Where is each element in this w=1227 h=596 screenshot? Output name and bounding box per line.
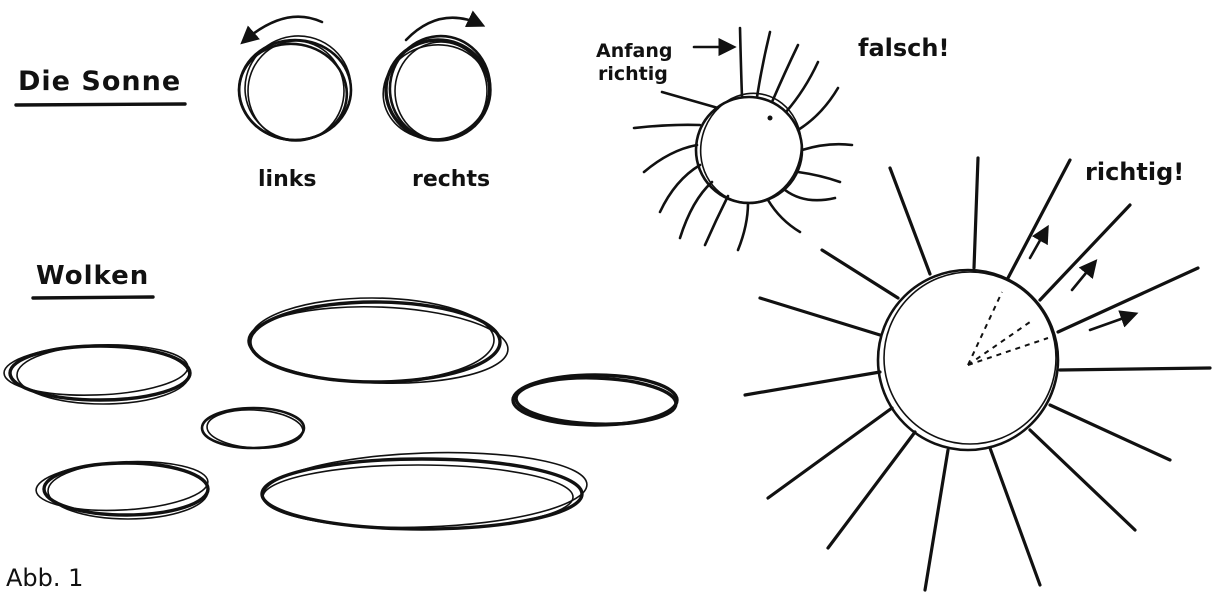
- label-falsch: falsch!: [858, 34, 949, 62]
- arrow-ray-3: [1090, 314, 1135, 330]
- label-anfang-richtig: richtig: [598, 63, 668, 85]
- sun-wrong-dot: [768, 116, 773, 121]
- label-rechts: rechts: [412, 167, 490, 192]
- arrow-ray-2: [1072, 262, 1095, 290]
- figure-caption: Abb. 1: [6, 564, 83, 592]
- cloud-1: [3, 342, 190, 404]
- clouds-heading: Wolken: [36, 261, 149, 291]
- sun-correct: [745, 158, 1210, 590]
- label-links: links: [258, 167, 316, 192]
- sun-circle-right: [376, 27, 500, 150]
- label-richtig: richtig!: [1085, 158, 1184, 186]
- cloud-5: [35, 458, 209, 519]
- clouds-heading-underline: [33, 297, 153, 298]
- cloud-3: [513, 375, 677, 427]
- sun-heading-underline: [16, 104, 185, 105]
- label-anfang: Anfang: [596, 40, 672, 62]
- cloud-4: [202, 408, 304, 451]
- cloud-2: [247, 298, 509, 388]
- sun-circle-left: [231, 29, 357, 149]
- cloud-6: [262, 447, 588, 532]
- sun-heading: Die Sonne: [18, 66, 181, 97]
